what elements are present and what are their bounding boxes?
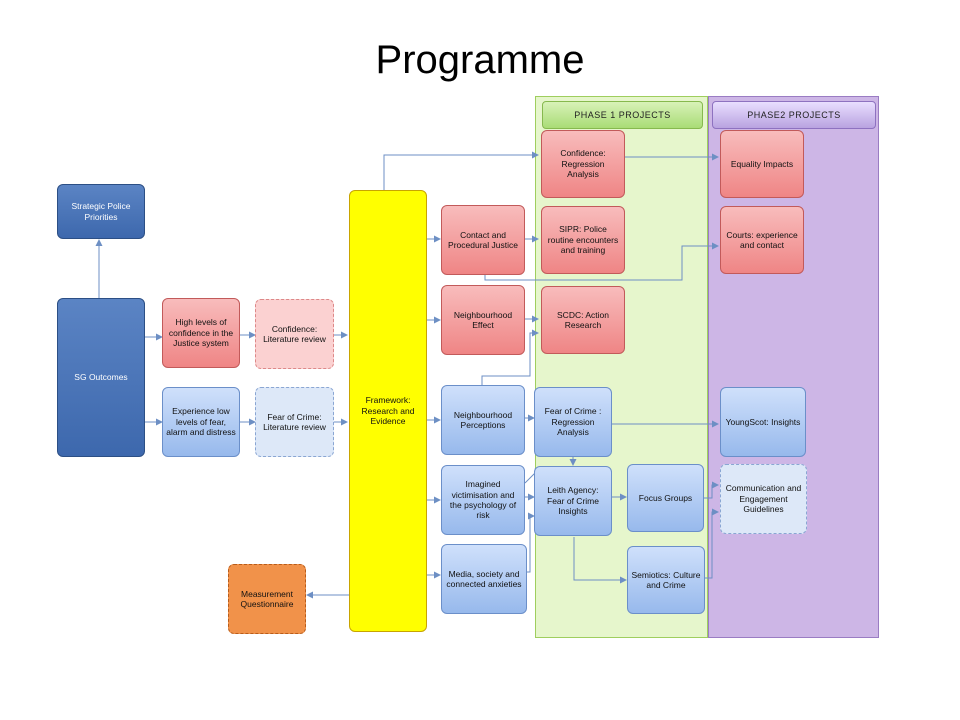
sipr-police-box: SIPR: Police routine encounters and trai… <box>541 206 625 274</box>
communication-guidelines-box: Communication and Engagement Guidelines <box>720 464 807 534</box>
connector-leith-to-semiotics <box>573 537 627 584</box>
phase1-header: PHASE 1 PROJECTS <box>542 101 703 129</box>
page-title: Programme <box>375 38 585 82</box>
connector-focus-to-communication <box>704 481 719 499</box>
connector-contact-to-courts <box>484 242 719 281</box>
confidence-literature-review-box: Confidence: Literature review <box>255 299 334 369</box>
neighbourhood-perceptions-box: Neighbourhood Perceptions <box>441 385 525 455</box>
measurement-questionnaire-box: Measurement Questionnaire <box>228 564 306 634</box>
scdc-action-research-box: SCDC: Action Research <box>541 286 625 354</box>
equality-impacts-box: Equality Impacts <box>720 130 804 198</box>
leith-agency-box: Leith Agency: Fear of Crime Insights <box>534 466 612 536</box>
sg-outcomes-box: SG Outcomes <box>57 298 145 457</box>
connector-framework-to-regression <box>383 151 539 190</box>
confidence-regression-box: Confidence: Regression Analysis <box>541 130 625 198</box>
connector-semiotics-to-communication <box>705 508 719 579</box>
framework-box: Framework: Research and Evidence <box>349 190 427 632</box>
contact-procedural-justice-box: Contact and Procedural Justice <box>441 205 525 275</box>
media-society-box: Media, society and connected anxieties <box>441 544 527 614</box>
phase2-header: PHASE2 PROJECTS <box>712 101 876 129</box>
fear-regression-box: Fear of Crime : Regression Analysis <box>534 387 612 457</box>
focus-groups-box: Focus Groups <box>627 464 704 532</box>
strategic-police-priorities-box: Strategic Police Priorities <box>57 184 145 239</box>
courts-experience-box: Courts: experience and contact <box>720 206 804 274</box>
connector-perceptions-to-scdc <box>481 329 539 385</box>
youngscot-insights-box: YoungScot: Insights <box>720 387 806 457</box>
connector-media-to-leith <box>527 512 535 573</box>
experience-low-fear-box: Experience low levels of fear, alarm and… <box>162 387 240 457</box>
fear-literature-review-box: Fear of Crime: Literature review <box>255 387 334 457</box>
imagined-victimisation-box: Imagined victimisation and the psycholog… <box>441 465 525 535</box>
neighbourhood-effect-box: Neighbourhood Effect <box>441 285 525 355</box>
high-confidence-box: High levels of confidence in the Justice… <box>162 298 240 368</box>
semiotics-box: Semiotics: Culture and Crime <box>627 546 705 614</box>
